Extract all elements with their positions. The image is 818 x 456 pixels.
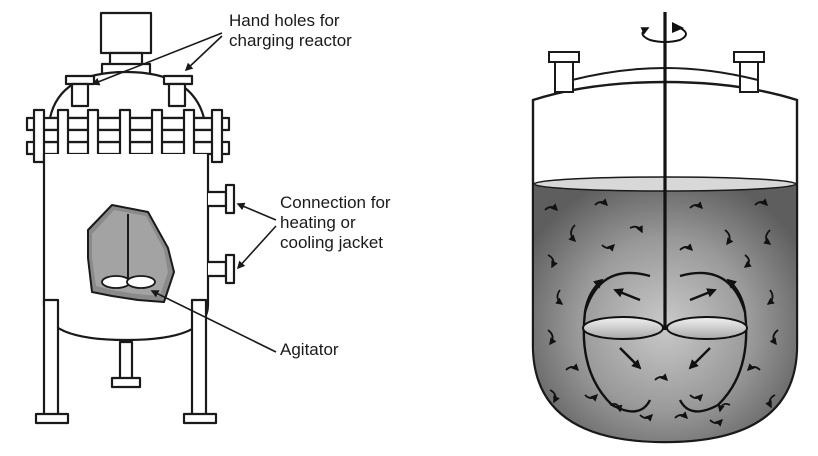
hand-hole-right-flange	[164, 76, 192, 84]
label-hand-holes-line-1: Hand holes for	[229, 11, 352, 31]
label-connection-line-3: cooling jacket	[280, 233, 391, 253]
label-hand-holes: Hand holes for charging reactor	[229, 11, 352, 51]
bottom-outlet-pipe	[120, 342, 132, 380]
label-connection-line-2: heating or	[280, 213, 391, 233]
hand-hole-left-flange	[66, 76, 94, 84]
right-blade-right	[667, 317, 747, 339]
motor-box	[101, 13, 151, 53]
label-jacket-connection: Connection for heating or cooling jacket	[280, 193, 391, 253]
left-reactor	[27, 13, 234, 423]
label-connection-line-1: Connection for	[280, 193, 391, 213]
agitator-blade-right	[127, 276, 155, 288]
label-hand-holes-line-2: charging reactor	[229, 31, 352, 51]
hand-hole-left-neck	[72, 84, 88, 106]
label-agitator-line-1: Agitator	[280, 340, 339, 360]
agitator-blade-left	[102, 276, 130, 288]
hand-hole-right-neck	[169, 84, 185, 106]
right-reactor	[533, 12, 797, 442]
jacket-connections	[208, 185, 234, 283]
label-agitator: Agitator	[280, 340, 339, 360]
right-blade-left	[583, 317, 663, 339]
bottom-outlet-flange	[112, 378, 140, 387]
